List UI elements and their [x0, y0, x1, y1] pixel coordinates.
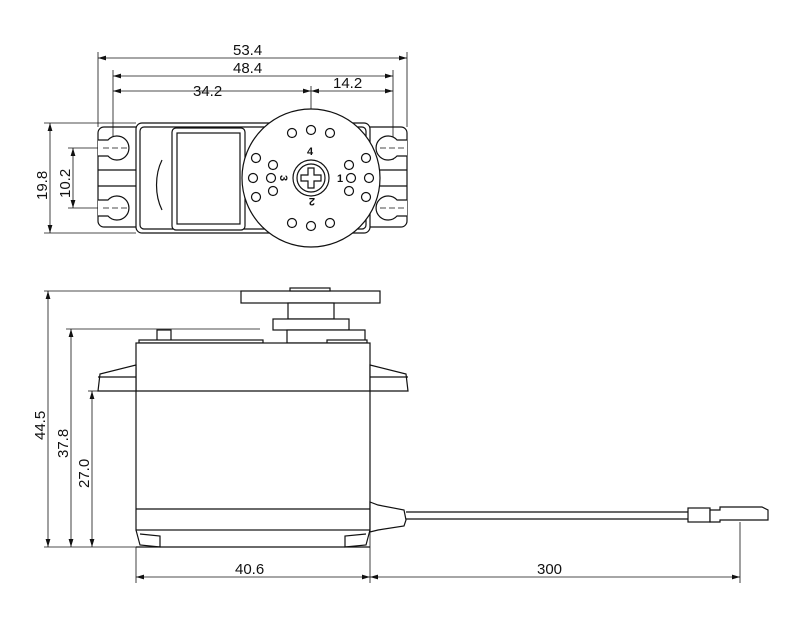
- dim-hole-to-shaft: 34.2: [193, 83, 222, 100]
- cable-grommet: [369, 501, 407, 533]
- dim-case-height: 37.8: [55, 429, 72, 458]
- dim-total-height: 44.5: [32, 411, 49, 440]
- connector: [687, 507, 711, 523]
- dim-mount-hole-spacing: 48.4: [233, 60, 262, 77]
- horn-label-1: 1: [337, 173, 343, 185]
- screw-cross-icon: [300, 167, 322, 189]
- label-window: [171, 127, 246, 231]
- horn-side: [240, 290, 381, 304]
- dim-shaft-to-hole: 14.2: [333, 75, 362, 92]
- side-view: 44.5 37.8 27.0 40.6 300: [32, 287, 769, 583]
- mount-tab-right: [369, 364, 409, 392]
- horn-label-3: 3: [277, 175, 289, 181]
- dim-height: 19.8: [34, 171, 51, 200]
- dim-overall-width: 53.4: [233, 42, 262, 59]
- horn-label-4: 4: [307, 146, 314, 158]
- case-side: [135, 342, 371, 531]
- top-view: 1 2 3 4 53.4 48.4 34.2 14.2 19.8 10.2: [34, 42, 408, 248]
- servo-horn: [241, 108, 381, 248]
- horn-label-2: 2: [309, 195, 315, 207]
- output-spline: [287, 302, 335, 320]
- mount-tab-left: [97, 364, 137, 392]
- horn-holes: [247, 124, 375, 232]
- dim-cable-length: 300: [537, 561, 562, 578]
- dim-hole-vertical-spacing: 10.2: [57, 169, 74, 198]
- dim-case-length: 40.6: [235, 561, 264, 578]
- dim-flange-height: 27.0: [76, 459, 93, 488]
